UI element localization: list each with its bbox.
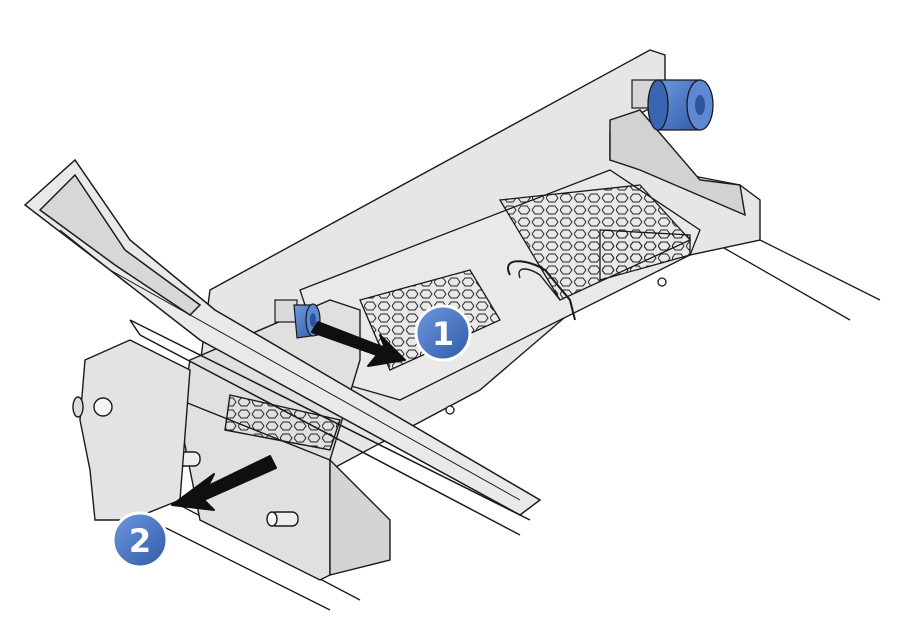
pull-arrow-icon <box>171 455 277 511</box>
cage-handle <box>23 158 542 536</box>
step-badge-2: 2 <box>111 511 169 569</box>
step-badge-1: 1 <box>414 304 472 362</box>
plunger-icon <box>631 79 714 131</box>
left-bracket <box>72 339 191 521</box>
drive-tray <box>299 169 701 415</box>
step-number-1: 1 <box>432 315 454 353</box>
release-arrow-icon <box>311 321 406 367</box>
step-number-2: 2 <box>129 522 151 560</box>
